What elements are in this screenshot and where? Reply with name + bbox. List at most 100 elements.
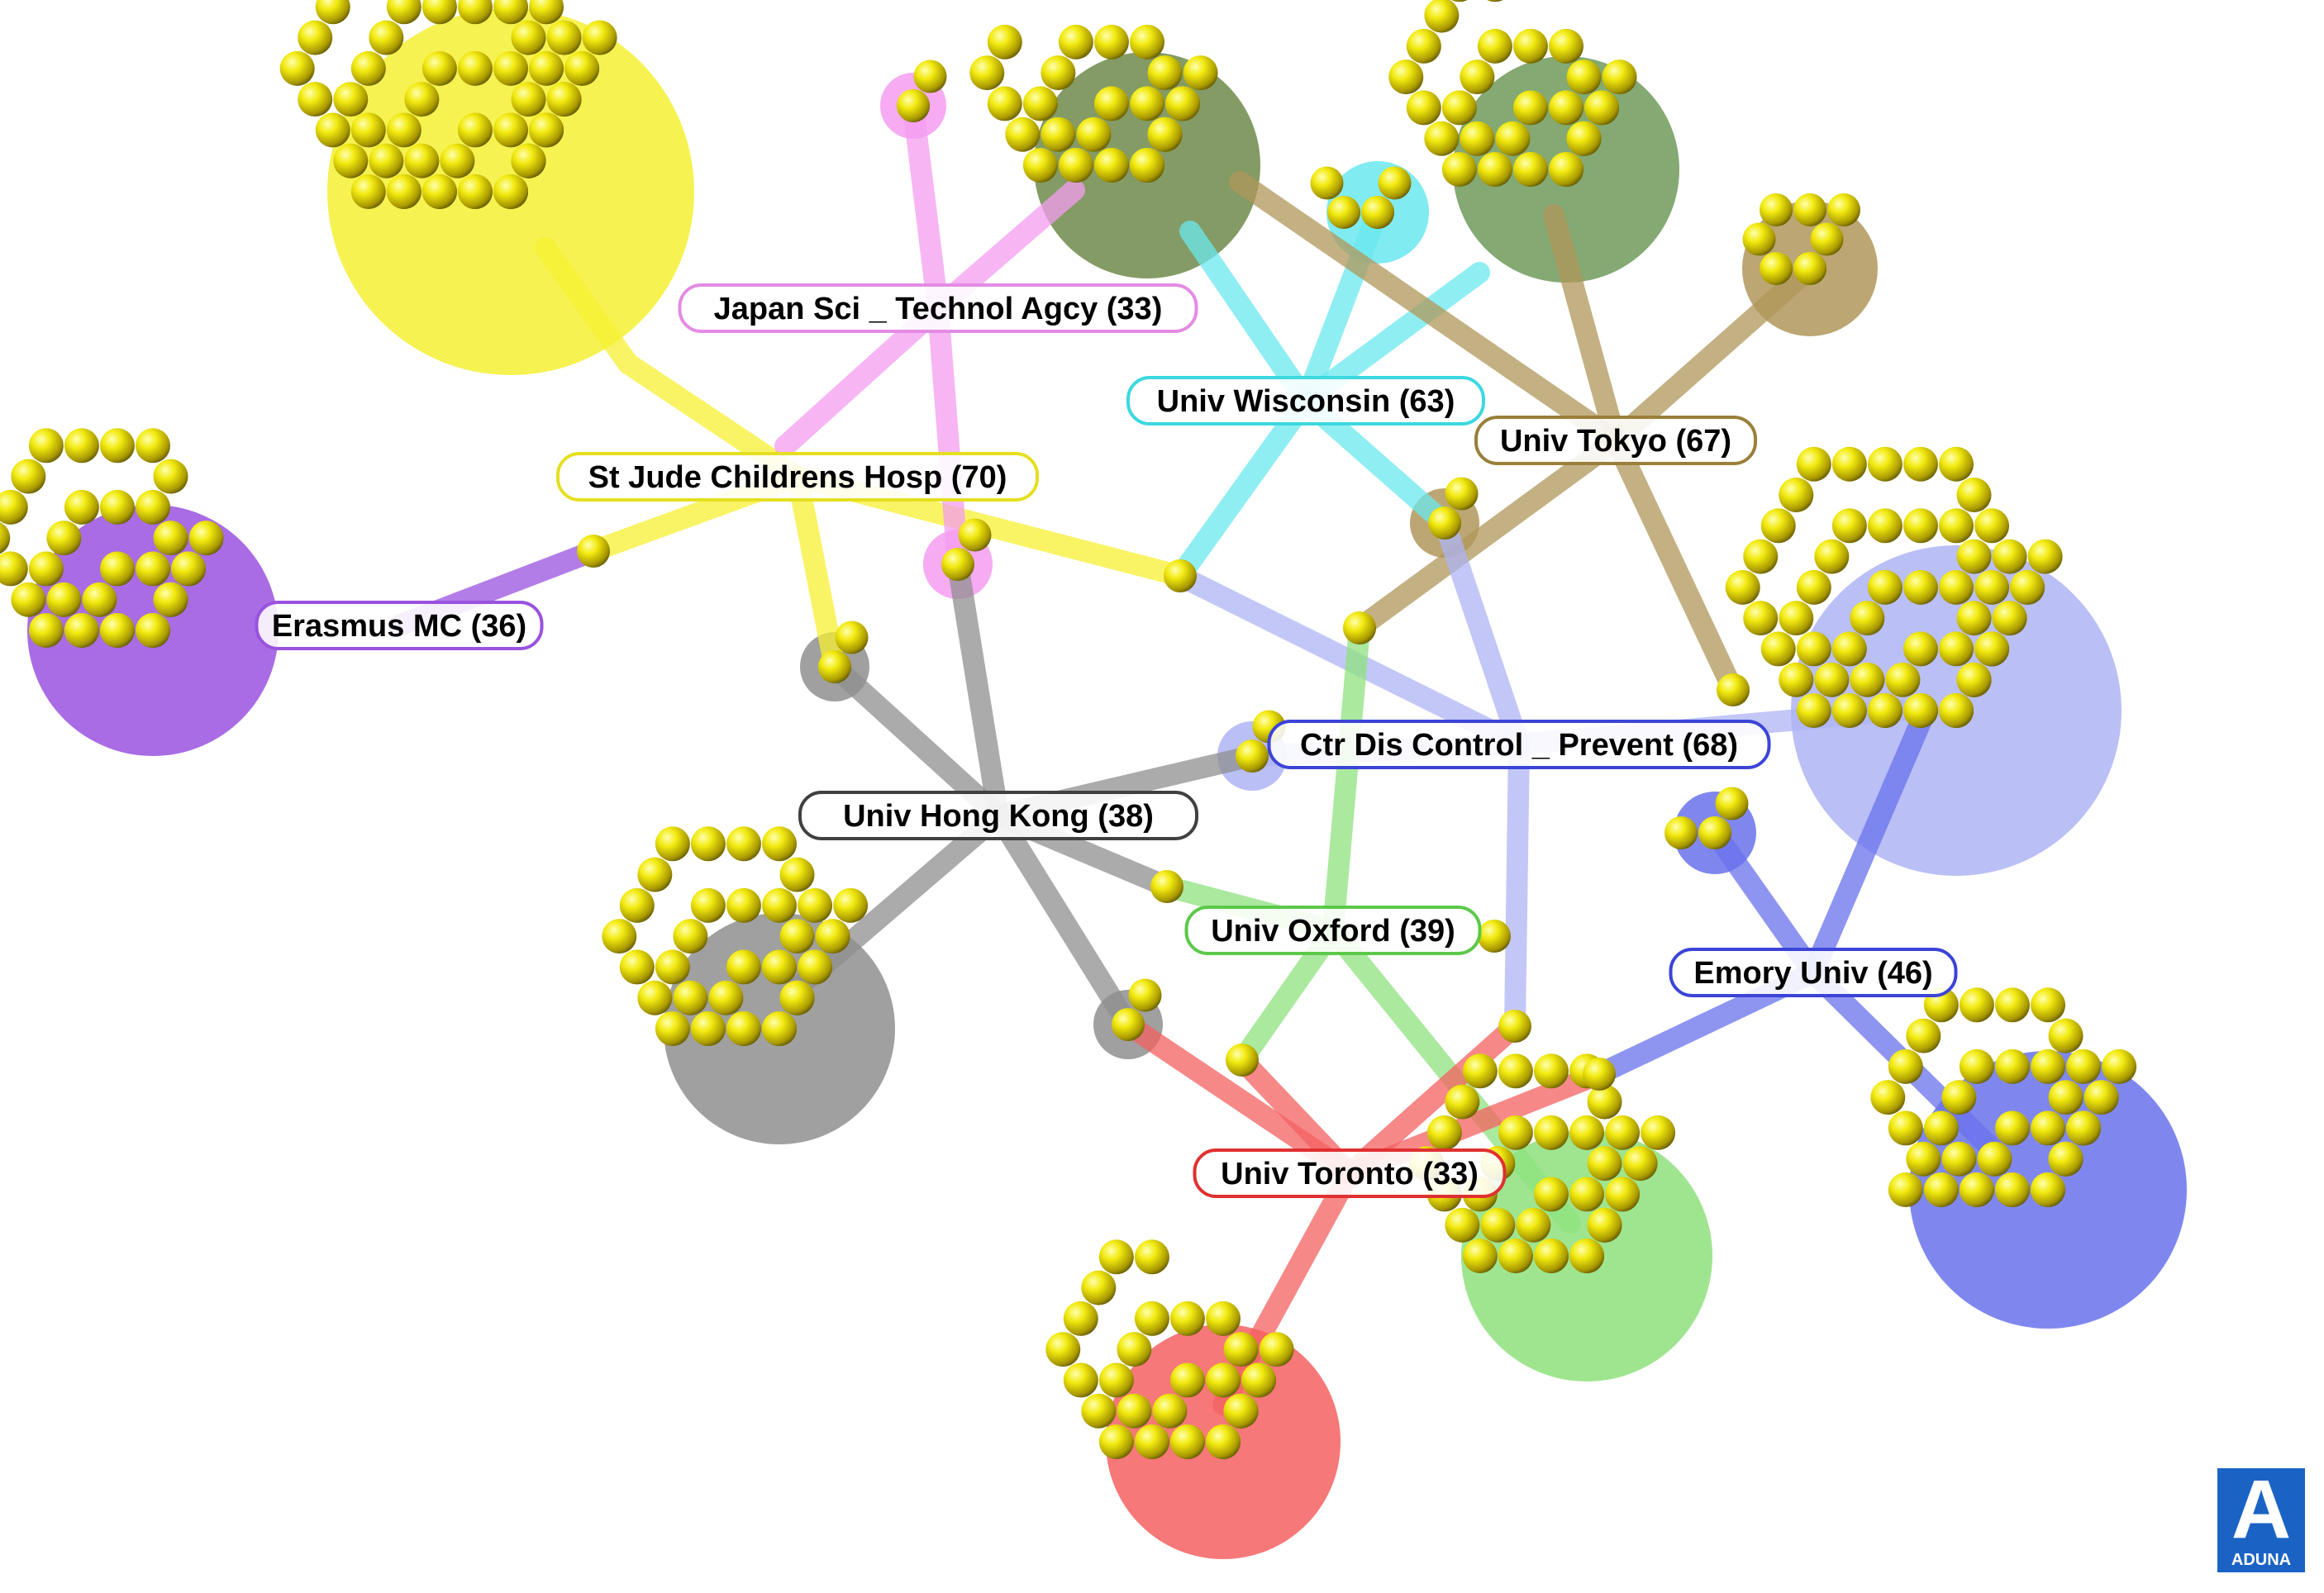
- document-sphere: [1327, 195, 1360, 229]
- document-sphere: [1850, 601, 1885, 636]
- document-sphere: [897, 88, 930, 122]
- document-sphere: [1098, 1239, 1134, 1275]
- document-sphere: [1498, 1010, 1531, 1043]
- document-sphere: [2048, 1018, 2084, 1053]
- document-sphere: [1445, 477, 1479, 511]
- document-sphere: [1549, 28, 1583, 64]
- document-sphere: [2048, 1080, 2084, 1115]
- institution-label: Ctr Dis Control _ Prevent (68): [1300, 728, 1738, 763]
- document-sphere: [1760, 631, 1796, 667]
- document-sphere: [1602, 59, 1637, 95]
- document-sphere: [1569, 1177, 1604, 1212]
- document-sphere: [2102, 1049, 2137, 1084]
- document-sphere: [655, 949, 690, 985]
- document-sphere: [440, 143, 475, 178]
- document-sphere: [1888, 1110, 1923, 1146]
- document-sphere: [1583, 1058, 1616, 1091]
- document-sphere: [64, 428, 99, 464]
- document-sphere: [1959, 987, 1994, 1023]
- label-box: [1184, 906, 1482, 955]
- document-sphere: [798, 887, 833, 923]
- document-sphere: [1867, 692, 1903, 728]
- label-box: [1193, 1148, 1507, 1198]
- document-sphere: [457, 112, 493, 148]
- document-sphere: [1147, 55, 1183, 91]
- label-hk: Univ Hong Kong (38): [798, 791, 1198, 840]
- document-sphere: [1584, 90, 1620, 126]
- document-sphere: [1939, 692, 1974, 728]
- institution-label: Japan Sci _ Technol Agcy (33): [714, 292, 1163, 326]
- document-sphere: [1587, 1207, 1622, 1243]
- document-sphere: [529, 50, 564, 86]
- document-sphere: [1906, 1141, 1941, 1177]
- document-sphere: [1888, 1049, 1923, 1084]
- document-sphere: [1796, 631, 1831, 667]
- document-sphere: [1779, 601, 1814, 636]
- document-sphere: [1130, 147, 1164, 183]
- document-sphere: [64, 489, 99, 525]
- document-sphere: [457, 0, 493, 25]
- document-sphere: [1406, 90, 1441, 126]
- document-sphere: [762, 949, 797, 985]
- document-sphere: [1223, 1332, 1259, 1367]
- document-sphere: [1495, 121, 1531, 156]
- document-sphere: [1956, 662, 1992, 697]
- document-sphere: [1112, 1008, 1145, 1041]
- document-sphere: [1760, 251, 1793, 285]
- document-sphere: [1810, 222, 1844, 256]
- document-sphere: [1169, 1301, 1205, 1336]
- document-sphere: [1605, 1115, 1641, 1150]
- document-sphere: [1343, 611, 1376, 644]
- document-sphere: [1512, 90, 1548, 126]
- document-spheres: [0, 0, 2137, 1459]
- branch-stjude: [535, 237, 808, 487]
- document-sphere: [1058, 147, 1093, 183]
- document-sphere: [1223, 1393, 1259, 1429]
- document-sphere: [1903, 631, 1938, 667]
- document-sphere: [1743, 539, 1779, 574]
- document-sphere: [1956, 601, 1992, 636]
- document-sphere: [1977, 1141, 2012, 1177]
- branch-hk: [947, 554, 1009, 826]
- document-sphere: [1117, 1332, 1152, 1367]
- document-sphere: [987, 86, 1022, 121]
- document-sphere: [690, 887, 726, 923]
- document-sphere: [1406, 28, 1441, 64]
- document-sphere: [188, 521, 224, 556]
- document-sphere: [1549, 90, 1583, 126]
- document-sphere: [1974, 569, 2010, 605]
- document-sphere: [762, 826, 797, 862]
- document-sphere: [1150, 870, 1183, 903]
- document-sphere: [1063, 1362, 1098, 1398]
- document-sphere: [1022, 86, 1058, 121]
- document-sphere: [1831, 508, 1867, 544]
- document-sphere: [1923, 1110, 1959, 1146]
- document-sphere: [655, 826, 690, 862]
- document-sphere: [1441, 151, 1477, 187]
- document-sphere: [421, 50, 457, 86]
- document-sphere: [1477, 151, 1512, 187]
- document-sphere: [1870, 1080, 1906, 1115]
- document-sphere: [1169, 1424, 1205, 1459]
- document-sphere: [1974, 631, 2010, 667]
- document-sphere: [1498, 1053, 1533, 1089]
- document-sphere: [0, 522, 11, 554]
- document-sphere: [1165, 86, 1201, 121]
- document-sphere: [1827, 193, 1860, 226]
- label-toronto: Univ Toronto (33): [1193, 1148, 1507, 1198]
- document-sphere: [1460, 59, 1495, 95]
- branch-wisc: [1169, 390, 1317, 587]
- document-sphere: [1259, 1332, 1294, 1367]
- document-sphere: [99, 551, 135, 587]
- document-sphere: [1867, 446, 1903, 482]
- document-sphere: [28, 612, 64, 648]
- document-sphere: [1939, 446, 1974, 482]
- document-sphere: [529, 0, 564, 25]
- document-sphere: [1715, 787, 1749, 820]
- document-sphere: [369, 143, 404, 178]
- document-sphere: [1462, 1238, 1498, 1273]
- document-sphere: [1903, 569, 1938, 605]
- document-sphere: [1445, 1207, 1480, 1243]
- document-sphere: [1793, 193, 1826, 226]
